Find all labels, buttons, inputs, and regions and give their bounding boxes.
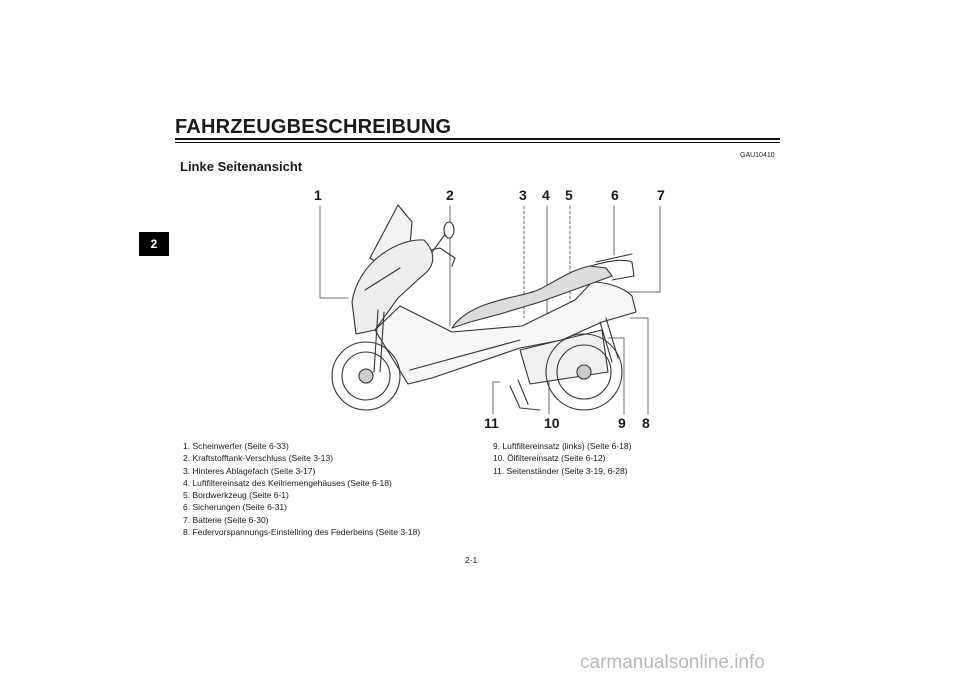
title-rule-thick bbox=[175, 138, 780, 140]
chapter-tab[interactable]: 2 bbox=[139, 232, 169, 256]
callout-2: 2 bbox=[446, 187, 454, 203]
callout-3: 3 bbox=[519, 187, 527, 203]
callout-11: 11 bbox=[484, 415, 499, 431]
title-rule-thin bbox=[175, 142, 780, 143]
page-title: FAHRZEUGBESCHREIBUNG bbox=[175, 116, 452, 138]
section-heading: Linke Seitenansicht bbox=[180, 159, 303, 174]
callout-7: 7 bbox=[657, 187, 665, 203]
callout-8: 8 bbox=[642, 415, 650, 431]
callout-6: 6 bbox=[611, 187, 619, 203]
list-item: 1. Scheinwerfer (Seite 6-33) bbox=[183, 441, 289, 451]
list-item: 11. Seitenständer (Seite 3-19, 6-28) bbox=[493, 465, 628, 476]
parts-list-right: 9. Luftfiltereinsatz (links) (Seite 6-18… bbox=[493, 440, 631, 477]
page-number: 2-1 bbox=[465, 555, 478, 565]
list-item: 8. Federvorspannungs-Einstellring des Fe… bbox=[183, 527, 421, 538]
callout-9: 9 bbox=[618, 415, 626, 431]
list-item: 7. Batterie (Seite 6-30) bbox=[183, 514, 269, 525]
list-item: 9. Luftfiltereinsatz (links) (Seite 6-18… bbox=[493, 441, 632, 451]
callout-4: 4 bbox=[542, 187, 550, 203]
callout-5: 5 bbox=[565, 187, 573, 203]
list-item: 2. Kraftstofftank-Verschluss (Seite 3-13… bbox=[183, 453, 334, 464]
list-item: 4. Luftfiltereinsatz des Keilriemengehäu… bbox=[183, 477, 392, 488]
parts-list-left: 1. Scheinwerfer (Seite 6-33) 2. Kraftsto… bbox=[183, 440, 420, 538]
scooter-illustration bbox=[319, 204, 661, 415]
list-item: 10. Ölfiltereinsatz (Seite 6-12) bbox=[493, 453, 606, 464]
document-code: GAU10410 bbox=[740, 152, 775, 159]
list-item: 5. Bordwerkzeug (Seite 6-1) bbox=[183, 490, 289, 501]
list-item: 6. Sicherungen (Seite 6-31) bbox=[183, 502, 287, 513]
list-item: 3. Hinteres Ablagefach (Seite 3-17) bbox=[183, 465, 316, 476]
callout-1: 1 bbox=[314, 187, 322, 203]
callout-10: 10 bbox=[544, 415, 560, 431]
watermark: carmanualsonline.info bbox=[580, 652, 765, 673]
